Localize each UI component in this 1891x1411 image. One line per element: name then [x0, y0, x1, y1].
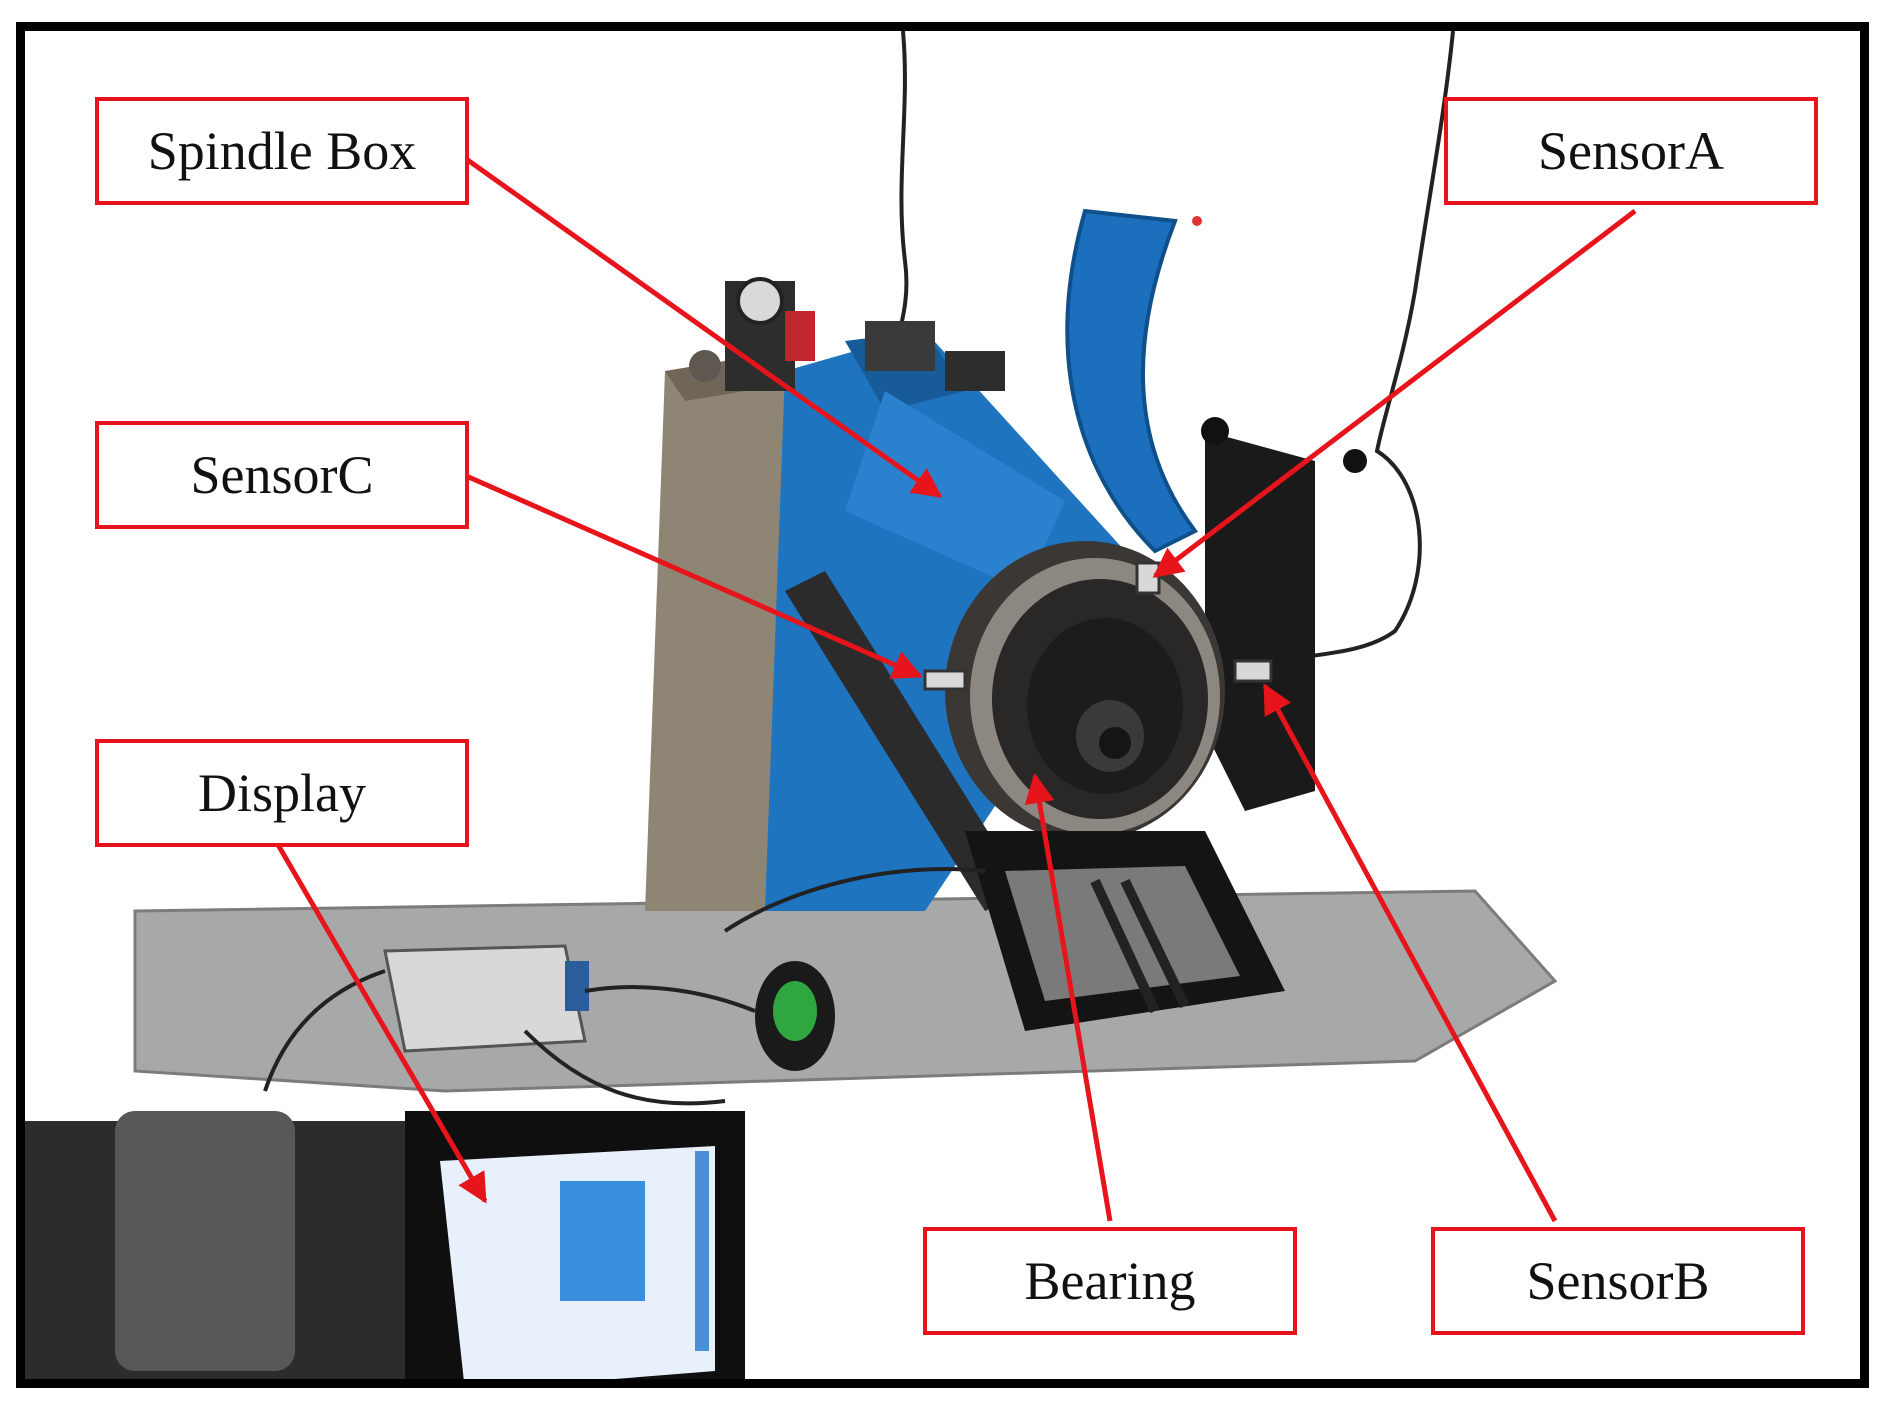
label-bearing: Bearing	[923, 1227, 1297, 1335]
label-spindle-box: Spindle Box	[95, 97, 469, 205]
sensor-c-body	[923, 669, 967, 691]
floor-plate	[133, 889, 1558, 1093]
figure-frame: Spindle Box SensorA SensorC Display Bear…	[16, 22, 1869, 1388]
sensor-b-body	[1233, 659, 1273, 683]
daq-device	[383, 944, 587, 1053]
label-sensor-a: SensorA	[1444, 97, 1818, 205]
sensor-bracket	[1205, 431, 1315, 811]
test-rig-photo	[25, 31, 1558, 1379]
display-signal	[560, 1181, 645, 1301]
blue-guard	[1065, 208, 1199, 554]
sensor-a-body	[1135, 561, 1161, 595]
drum	[115, 1111, 295, 1371]
label-sensor-b: SensorB	[1431, 1227, 1805, 1335]
label-sensor-c: SensorC	[95, 421, 469, 529]
label-display: Display	[95, 739, 469, 847]
